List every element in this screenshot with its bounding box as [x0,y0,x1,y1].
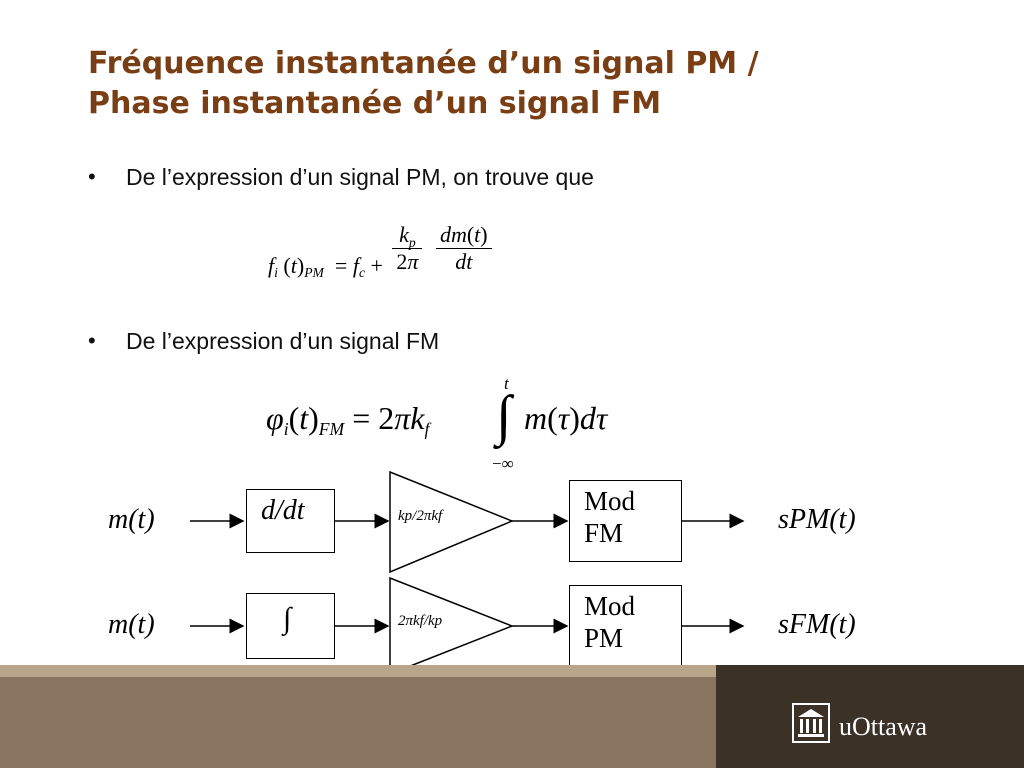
equation-pm-frequency: fi (t)PM = fc + kp 2π dm(t) dt [268,222,492,280]
input-label-2: m(t) [108,609,155,640]
derivative-block-label: d/dt [261,495,305,526]
equation-fm-phase: φi(t)FM = 2πkf t ∫ −∞ m(τ)dτ [266,374,608,473]
output-label-fm: sFM(t) [778,609,856,640]
university-building-icon [792,703,830,743]
modulator-pm-line-1: Mod [584,591,636,621]
footer-band [0,677,716,768]
bullet-text-2: De l’expression d’un signal FM [126,328,440,354]
modulator-pm-line-2: PM [584,623,624,653]
bullet-text-1: De l’expression d’un signal PM, on trouv… [126,164,594,190]
slide-title-line-2: Phase instantanée d’un signal FM [88,86,662,121]
footer-logo-panel [716,665,1024,768]
integrator-block: ∫ [246,593,335,659]
slide-title: Fréquence instantanée d’un signal PM / P… [88,44,759,124]
gain-label-1: kp/2πkf [398,508,443,524]
bullet-marker-1: • [88,164,96,189]
modulator-fm-line-2: FM [584,518,624,548]
integrator-block-label: ∫ [283,602,292,635]
modulator-fm-line-1: Mod [584,486,636,516]
bullet-marker-2: • [88,328,96,353]
modulator-fm-block: Mod FM [569,480,682,562]
modulator-pm-block: Mod PM [569,585,682,666]
output-label-pm: sPM(t) [778,504,856,535]
gain-label-2: 2πkf/kp [398,613,443,629]
slide-title-line-1: Fréquence instantanée d’un signal PM / [88,46,759,81]
derivative-block: d/dt [246,489,335,553]
input-label-1: m(t) [108,504,155,535]
footer-logo-text: uOttawa [839,712,928,741]
